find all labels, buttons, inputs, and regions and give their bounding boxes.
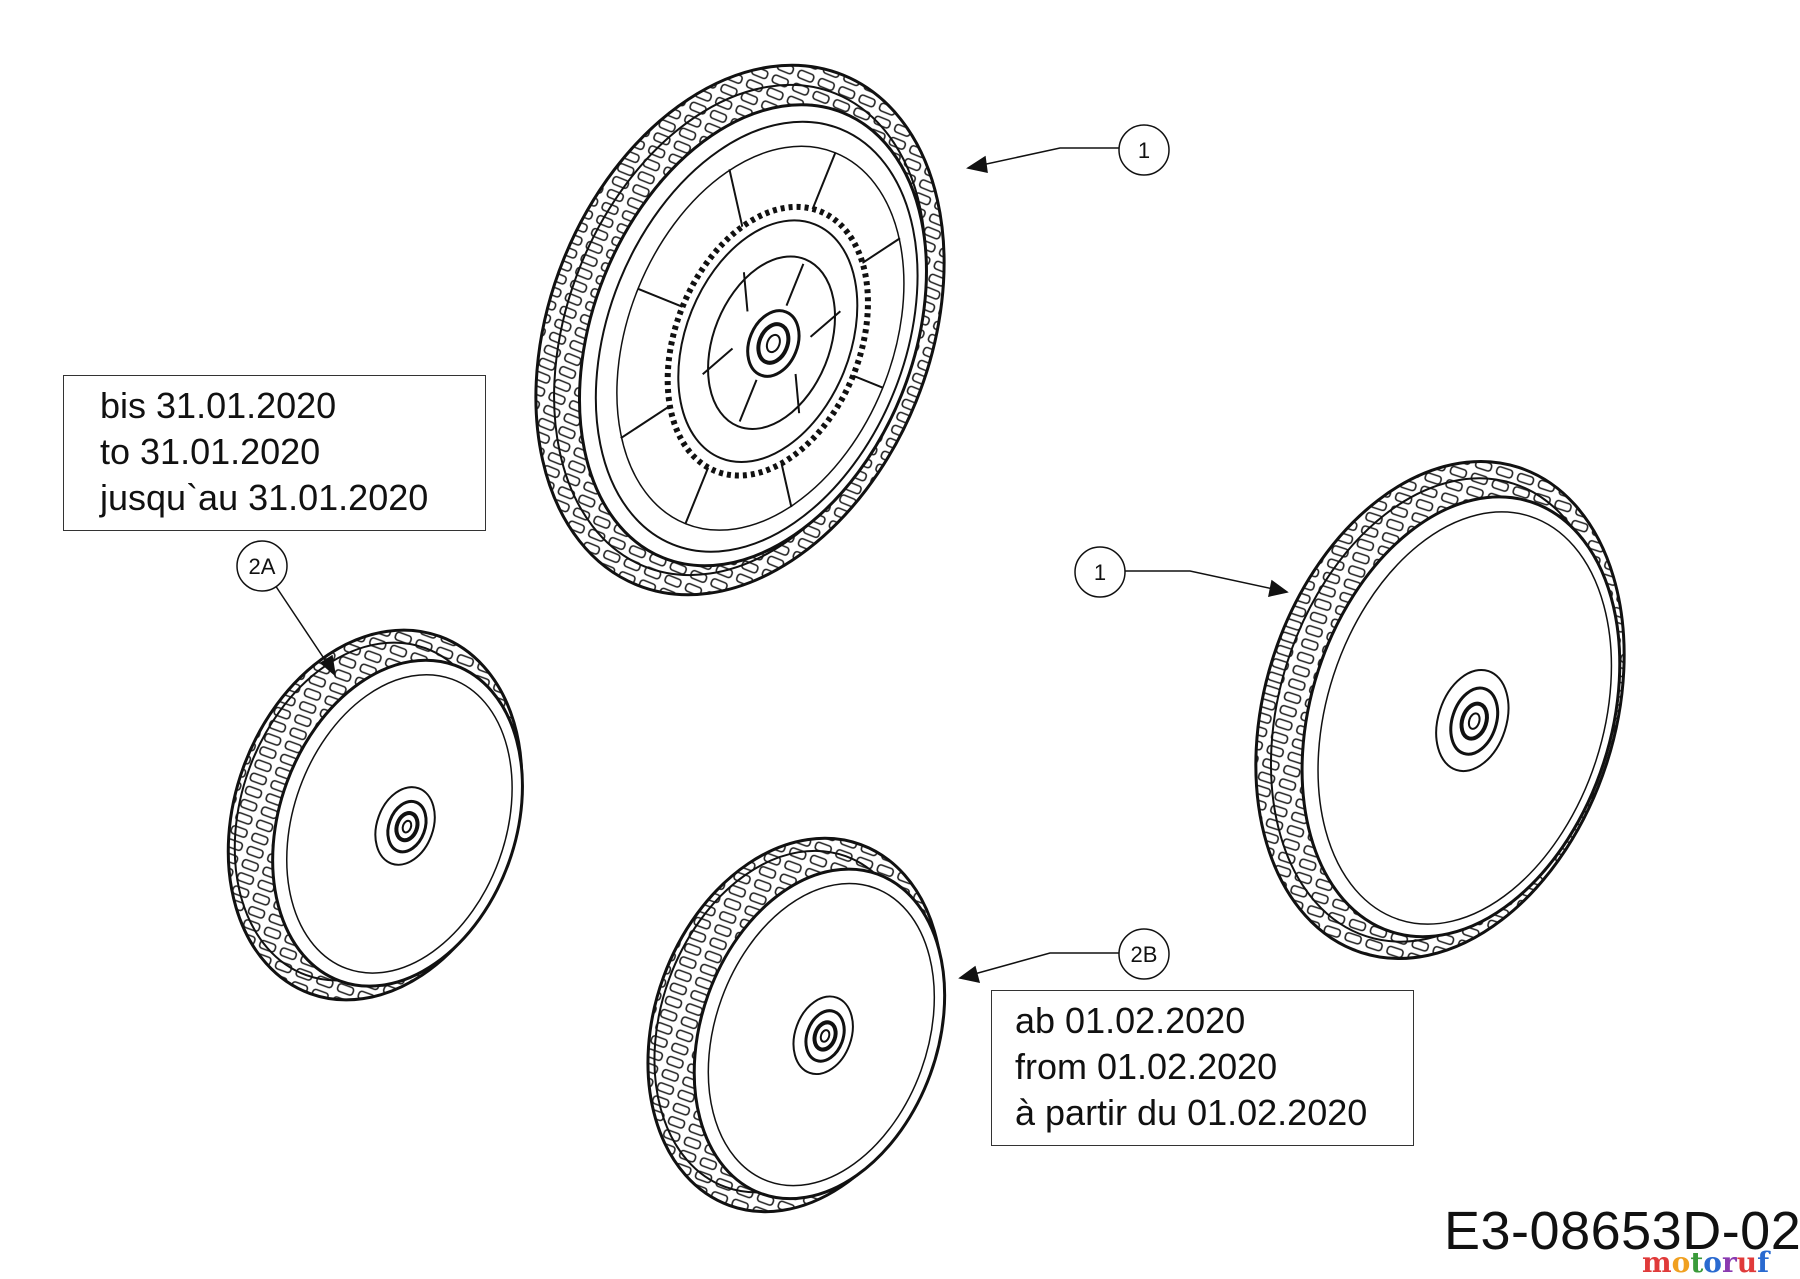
callout-label: 2B <box>1131 942 1158 967</box>
note-line-fr: à partir du 01.02.2020 <box>1015 1092 1368 1133</box>
wheel-2a <box>226 628 524 1002</box>
watermark-logo: motoruf <box>1642 1246 1769 1279</box>
leader-lines <box>274 147 1289 983</box>
note-line-de: bis 31.01.2020 <box>100 385 337 426</box>
watermark-letter: r <box>1721 1246 1737 1279</box>
watermark-letter: t <box>1690 1246 1704 1279</box>
callout-1-right: 1 <box>1074 546 1126 598</box>
validity-note-after: ab 01.02.2020 from 01.02.2020 à partir d… <box>991 990 1414 1146</box>
note-line-de: ab 01.02.2020 <box>1015 1000 1246 1041</box>
callout-2b: 2B <box>1118 928 1170 980</box>
watermark-letter: f <box>1757 1246 1770 1279</box>
note-line-en: to 31.01.2020 <box>100 431 321 472</box>
note-line-fr: jusqu`au 31.01.2020 <box>100 477 429 518</box>
callout-label: 2A <box>249 554 276 579</box>
watermark-letter: u <box>1736 1246 1758 1279</box>
drawing-number: E3-08653D-02 <box>1444 1201 1800 1261</box>
note-line-en: from 01.02.2020 <box>1015 1046 1278 1087</box>
callout-label: 1 <box>1138 138 1150 163</box>
wheel-2b <box>646 836 947 1214</box>
watermark-letter: m <box>1642 1246 1672 1279</box>
callout-label: 1 <box>1094 560 1106 585</box>
callout-2a: 2A <box>236 540 288 592</box>
wheel-gear-side <box>534 63 946 597</box>
watermark-letter: o <box>1703 1246 1722 1279</box>
watermark-letter: o <box>1671 1246 1691 1279</box>
validity-note-before: bis 31.01.2020 to 31.01.2020 jusqu`au 31… <box>63 375 486 531</box>
callout-1-top: 1 <box>1118 124 1170 176</box>
wheel-right-plain <box>1254 460 1626 960</box>
